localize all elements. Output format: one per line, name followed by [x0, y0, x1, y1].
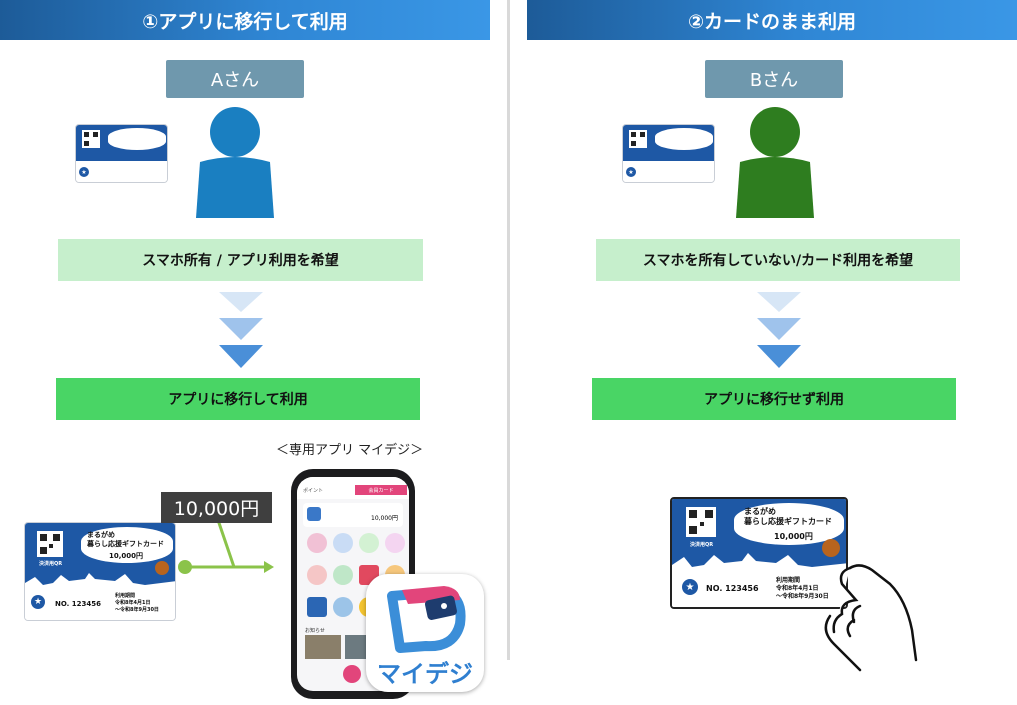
left-header: ①アプリに移行して利用 [0, 0, 490, 40]
left-down-arrows-icon [219, 292, 263, 368]
card-title: まるがめ暮らし応援ギフトカード [87, 531, 164, 548]
card-qr-label: 決済用QR [39, 561, 63, 567]
right-header: ②カードのまま利用 [527, 0, 1017, 40]
left-result-box: アプリに移行して利用 [56, 378, 420, 420]
right-down-arrows-icon [757, 292, 801, 368]
hand-icon [824, 564, 918, 672]
app-logo-text: マイデジ [377, 660, 473, 688]
card-number: NO. 123456 [55, 600, 101, 608]
person-b-icon [736, 107, 814, 218]
right-need-box: スマホを所有していない/カード利用を希望 [596, 239, 960, 281]
person-b-label: Bさん [705, 60, 843, 98]
card-amount: 10,000円 [109, 552, 144, 560]
amount-badge: 10,000円 [161, 492, 272, 523]
card-period: 利用期間令和8年4月1日～令和8年9月30日 [115, 593, 159, 613]
left-need-box: スマホ所有 / アプリ利用を希望 [58, 239, 423, 281]
person-a-icon [196, 107, 274, 218]
gift-card-left: 決済用QR まるがめ暮らし応援ギフトカード 10,000円 ★ NO. 1234… [24, 522, 176, 621]
phone-tab-other: 会員カード [355, 485, 407, 495]
phone-tab-point: ポイント [303, 488, 324, 494]
transfer-arrow-icon [178, 520, 274, 574]
column-divider [507, 0, 510, 660]
person-a-label: Aさん [166, 60, 304, 98]
app-caption: ＜専用アプリ マイデジ＞ [276, 443, 424, 458]
phone-balance: 10,000円 [371, 515, 398, 522]
app-logo-icon: マイデジ [366, 574, 484, 692]
phone-notice: お知らせ [305, 628, 325, 634]
small-gift-card-b: ★ [622, 124, 715, 183]
right-result-box: アプリに移行せず利用 [592, 378, 956, 420]
small-gift-card-a: ★ [75, 124, 168, 183]
gift-card-right: 決済用QR まるがめ暮らし応援ギフトカード 10,000円 ★ NO. 1234… [670, 497, 848, 609]
